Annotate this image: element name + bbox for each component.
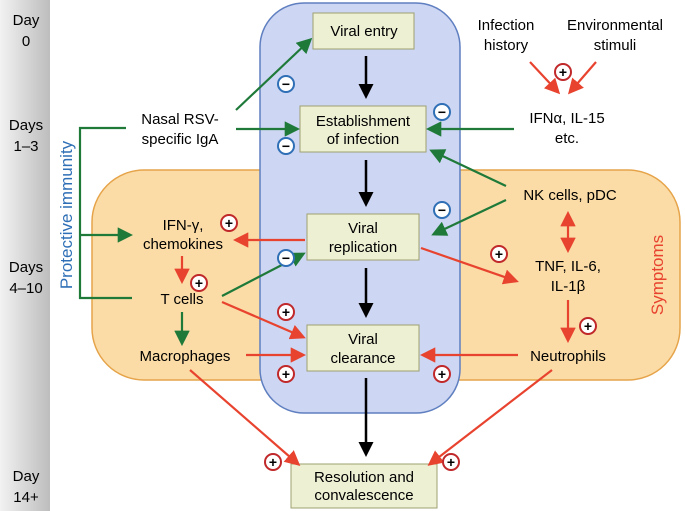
factor-nk-cells: NK cells, pDC xyxy=(523,187,617,204)
bracket-protective xyxy=(78,126,132,300)
arrow-iga-to-viral-entry xyxy=(235,37,313,111)
stage-resolution: Resolution and convalescence xyxy=(290,463,438,509)
stage-establishment-line1: Establishment xyxy=(316,113,411,130)
timeline-day14-line1: Day xyxy=(13,468,40,485)
arrow-environmental-to-ifna xyxy=(567,61,597,95)
factor-environmental-line1: Environmental xyxy=(567,17,663,34)
arrow-macrophages-to-resolution xyxy=(189,369,301,467)
sign-plus-tcells-clearance: + xyxy=(277,303,295,321)
arrow-neutrophils-to-resolution xyxy=(427,369,553,466)
factor-nasal-iga: Nasal RSV- specific IgA xyxy=(141,111,219,148)
stage-establishment-line2: of infection xyxy=(327,131,400,148)
protective-immunity-label: Protective immunity xyxy=(57,140,76,289)
sign-minus-replication-left: − xyxy=(277,249,295,267)
stage-viral-entry: Viral entry xyxy=(312,12,415,50)
timeline-label-days1-3: Days 1–3 xyxy=(9,117,43,155)
svg-text:−: − xyxy=(438,104,446,120)
sign-minus-establishment-left: − xyxy=(277,137,295,155)
timeline-label-day0: Day 0 xyxy=(13,12,40,50)
sign-minus-replication-right: − xyxy=(433,201,451,219)
svg-text:+: + xyxy=(495,246,503,262)
stage-viral-clearance: Viral clearance xyxy=(306,324,420,372)
sign-plus-ifng: + xyxy=(220,214,238,232)
factor-infection-history-line1: Infection xyxy=(478,17,535,34)
arrow-infection-history-to-ifna xyxy=(529,61,561,95)
factor-ifng-line1: IFN-γ, xyxy=(163,217,204,234)
stage-resolution-line1: Resolution and xyxy=(314,469,414,486)
factor-t-cells: T cells xyxy=(160,291,203,308)
timeline-day0-line2: 0 xyxy=(22,33,30,50)
svg-text:+: + xyxy=(447,454,455,470)
timeline-bar xyxy=(0,0,50,511)
arrow-tcells-to-clearance xyxy=(221,300,306,340)
timeline-days4-10-line1: Days xyxy=(9,259,43,276)
stage-clearance-line1: Viral xyxy=(348,331,378,348)
timeline-days1-3-line1: Days xyxy=(9,117,43,134)
sign-plus-tnf: + xyxy=(490,245,508,263)
svg-text:−: − xyxy=(282,250,290,266)
regulation-signs: − − − − − + + + + + + + + + + xyxy=(190,63,597,471)
arrow-nk-to-replication xyxy=(431,199,507,236)
factor-infection-history-line2: history xyxy=(484,37,529,54)
factor-macrophages: Macrophages xyxy=(140,348,231,365)
stage-establishment: Establishment of infection xyxy=(299,105,427,153)
sign-plus-resolution-left: + xyxy=(264,453,282,471)
svg-text:+: + xyxy=(282,366,290,382)
svg-text:+: + xyxy=(438,366,446,382)
arrow-replication-to-tnf xyxy=(420,246,519,285)
timeline-day14-line2: 14+ xyxy=(13,489,39,506)
factor-tnf-line2: IL-1β xyxy=(551,278,586,295)
sign-plus-neutrophil-clearance: + xyxy=(433,365,451,383)
svg-text:−: − xyxy=(282,138,290,154)
factor-ifna-line2: etc. xyxy=(555,130,579,147)
sign-minus-establishment-right: − xyxy=(433,103,451,121)
svg-text:+: + xyxy=(269,454,277,470)
activating-arrows xyxy=(174,61,597,467)
svg-text:+: + xyxy=(195,275,203,291)
stage-viral-entry-label: Viral entry xyxy=(330,23,398,40)
sign-plus-macrophage-clearance: + xyxy=(277,365,295,383)
stage-clearance-line2: clearance xyxy=(330,350,395,367)
sign-plus-resolution-right: + xyxy=(442,453,460,471)
arrow-nk-to-establishment xyxy=(429,149,507,187)
stage-replication-line1: Viral xyxy=(348,220,378,237)
sign-plus-ifna-stimuli: + xyxy=(554,63,572,81)
stage-viral-replication: Viral replication xyxy=(306,213,420,261)
factor-iga-line2: specific IgA xyxy=(142,131,219,148)
stage-replication-line2: replication xyxy=(329,239,397,256)
factor-iga-line1: Nasal RSV- xyxy=(141,111,219,128)
timeline-label-day14: Day 14+ xyxy=(13,468,40,506)
factor-environmental-line2: stimuli xyxy=(594,37,637,54)
stage-resolution-line2: convalescence xyxy=(314,487,413,504)
sign-plus-tcells: + xyxy=(190,274,208,292)
factor-infection-history: Infection history xyxy=(478,17,535,54)
factor-tnf-line1: TNF, IL-6, xyxy=(535,258,601,275)
factor-environmental-stimuli: Environmental stimuli xyxy=(567,17,663,54)
sign-plus-neutrophils: + xyxy=(579,317,597,335)
svg-text:+: + xyxy=(225,215,233,231)
sign-minus-viral-entry: − xyxy=(277,75,295,93)
svg-text:+: + xyxy=(559,64,567,80)
factor-ifng-line2: chemokines xyxy=(143,236,223,253)
factor-tnf: TNF, IL-6, IL-1β xyxy=(535,258,601,295)
timeline-day0-line1: Day xyxy=(13,12,40,29)
svg-text:−: − xyxy=(438,202,446,218)
factor-ifn-gamma: IFN-γ, chemokines xyxy=(143,217,223,253)
factor-neutrophils: Neutrophils xyxy=(530,348,606,365)
factor-ifna-line1: IFNα, IL-15 xyxy=(529,110,604,127)
inhibitory-arrows xyxy=(78,37,514,347)
factor-ifn-alpha: IFNα, IL-15 etc. xyxy=(529,110,604,147)
svg-text:+: + xyxy=(584,318,592,334)
symptoms-label: Symptoms xyxy=(648,235,667,315)
svg-text:−: − xyxy=(282,76,290,92)
svg-text:+: + xyxy=(282,304,290,320)
timeline-days1-3-line2: 1–3 xyxy=(13,138,38,155)
timeline-days4-10-line2: 4–10 xyxy=(9,280,42,297)
timeline-label-days4-10: Days 4–10 xyxy=(9,259,43,297)
